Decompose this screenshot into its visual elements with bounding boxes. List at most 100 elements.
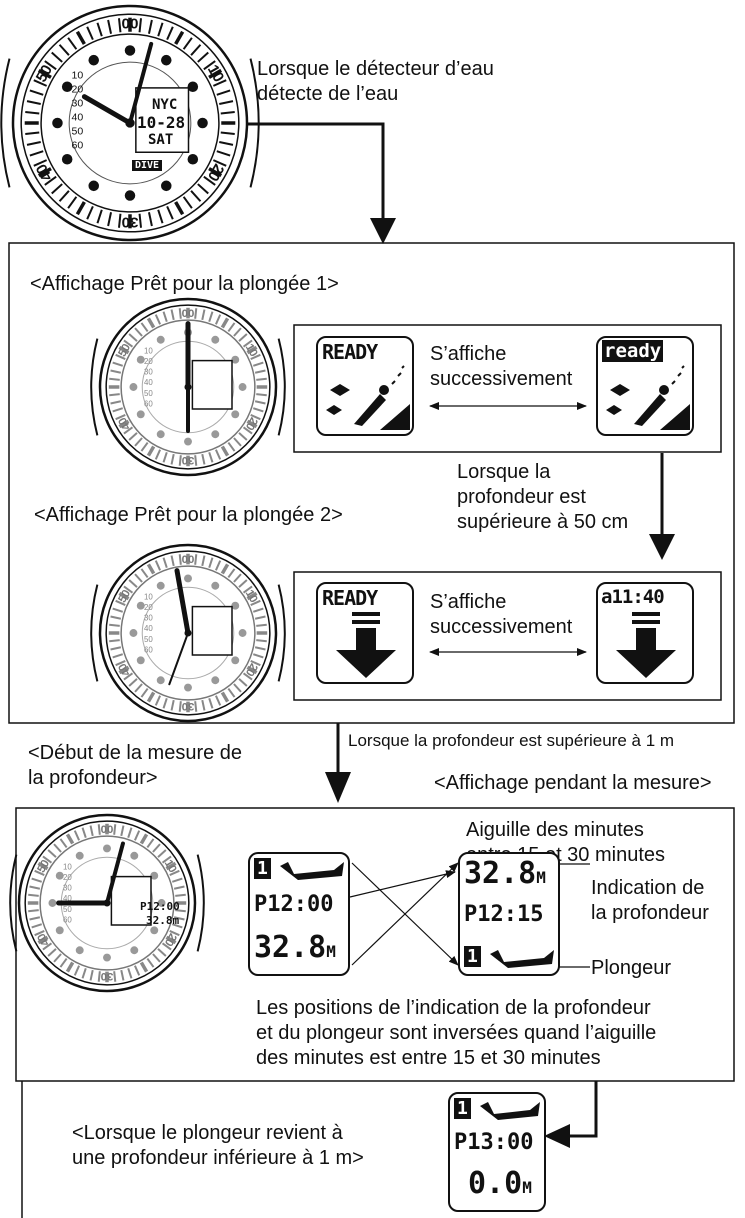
measure-start-1: <Début de la mesure de	[28, 742, 243, 764]
down-arrow-icon	[336, 612, 396, 678]
ready1-note-2: successivement	[430, 368, 573, 390]
diver-number: 1	[454, 1098, 471, 1119]
ready2-lcd-box	[293, 571, 722, 701]
bezel-number: 50	[33, 62, 56, 85]
bezel-number: 00	[182, 308, 195, 320]
ready1-note-1: S’affiche	[430, 343, 507, 365]
intro-caption-2: détecte de l’eau	[257, 83, 399, 105]
lcd-time: P12:15	[464, 902, 544, 927]
depth-scale-number: 50	[144, 635, 153, 644]
lcd-measure-a: 1 P12:00 32.8M	[248, 852, 350, 976]
hand-note-1: Aiguille des minutes	[466, 819, 644, 841]
depth-scale-number: 50	[144, 389, 153, 398]
ready2-note-2: successivement	[430, 616, 573, 638]
lcd-ready-word: READY	[322, 586, 378, 610]
cross-arrow-diver	[351, 862, 459, 966]
lcd-countdown: a11:40	[601, 586, 665, 608]
lcd-ready2-right: a11:40	[596, 582, 694, 684]
watch-dive-tag: DIVE	[132, 160, 163, 171]
measure-note-2: et du plongeur sont inversées quand l’ai…	[256, 1022, 657, 1044]
bezel-number: 50	[116, 588, 133, 605]
diver-fish-icon	[326, 365, 410, 430]
bezel-number: 30	[101, 970, 114, 982]
bezel-number: 40	[116, 661, 133, 678]
depth-scale-number: 10	[144, 347, 153, 356]
depth-scale-number: 60	[144, 645, 153, 654]
watch-date: 10-28	[137, 113, 186, 132]
lcd-time: P13:00	[454, 1130, 534, 1155]
measure-note-1: Les positions de l’indication de la prof…	[256, 997, 651, 1019]
depth-scale-number: 50	[63, 905, 72, 914]
lcd-ready2-left: READY	[316, 582, 414, 684]
bezel-number: 20	[243, 415, 260, 432]
intro-caption-1: Lorsque le détecteur d’eau	[257, 58, 494, 80]
lcd-depth: 32.8M	[464, 856, 546, 891]
lcd-depth: 0.0M	[468, 1166, 532, 1201]
measure-frame	[15, 807, 735, 1082]
lcd-return: 1 P13:00 0.0M	[448, 1092, 546, 1212]
depth-scale-number: 20	[144, 603, 153, 612]
bezel-number: 00	[101, 824, 114, 836]
depth-scale-number: 10	[144, 593, 153, 602]
label-diver: Plongeur	[591, 957, 672, 979]
measure-note-3: des minutes est entre 15 et 30 minutes	[256, 1047, 601, 1069]
diver-icon	[490, 950, 554, 968]
diver-icon	[280, 862, 344, 880]
transition1-l1: Lorsque la	[457, 461, 551, 483]
bezel-number: 20	[204, 161, 227, 184]
ready2-title: <Affichage Prêt pour la plongée 2>	[34, 504, 343, 526]
bezel-number: 00	[182, 554, 195, 566]
lcd-ready-inverted: ready	[602, 340, 664, 362]
depth-scale-number: 10	[72, 70, 84, 82]
bezel-number: 50	[35, 858, 52, 875]
watch-day: SAT	[148, 132, 174, 148]
label-depth-1: Indication de	[591, 877, 705, 899]
bezel-number: 00	[122, 16, 139, 33]
bezel-number: 20	[162, 931, 179, 948]
depth-scale-number: 30	[144, 614, 153, 623]
ready1-lcd-box	[293, 324, 722, 453]
bezel-number: 10	[243, 588, 260, 605]
bezel-number: 10	[162, 858, 179, 875]
lcd-ready1-left: READY	[316, 336, 414, 436]
diver-number: 1	[254, 858, 271, 879]
bezel-number: 10	[204, 62, 227, 85]
arrow-water-detect	[248, 122, 385, 232]
diver-fish-icon	[606, 365, 690, 430]
ready-frame	[8, 242, 735, 724]
measure-start-2: la profondeur>	[28, 767, 158, 789]
depth-scale-number: 30	[72, 98, 84, 110]
transition2-label: Lorsque la profondeur est supérieure à 1…	[348, 731, 675, 750]
depth-scale-number: 40	[144, 378, 153, 387]
ready1-title: <Affichage Prêt pour la plongée 1>	[30, 273, 339, 295]
watch-time: P12:00	[140, 900, 180, 913]
ready2-note-1: S’affiche	[430, 591, 507, 613]
depth-scale-number: 60	[63, 915, 72, 924]
depth-scale-number: 30	[144, 368, 153, 377]
bezel-number: 30	[122, 213, 139, 230]
diver-number: 1	[464, 946, 481, 967]
diver-icon	[480, 1102, 540, 1120]
depth-scale-number: 30	[63, 884, 72, 893]
bezel-number: 50	[116, 342, 133, 359]
lcd-ready-word: READY	[322, 340, 378, 364]
lcd-depth: 32.8M	[254, 930, 336, 965]
depth-scale-number: 10	[63, 863, 72, 872]
down-arrow-icon	[616, 612, 676, 678]
measure-title: <Affichage pendant la mesure>	[434, 772, 712, 794]
depth-scale-number: 20	[72, 84, 84, 96]
bezel-number: 20	[243, 661, 260, 678]
depth-scale-number: 40	[144, 624, 153, 633]
depth-scale-number: 20	[63, 873, 72, 882]
depth-scale-number: 50	[72, 126, 84, 138]
depth-scale-number: 40	[63, 894, 72, 903]
watch-depth: 32.8m	[146, 914, 180, 927]
return-caption-2: une profondeur inférieure à 1 m>	[72, 1147, 364, 1169]
transition1-l2: profondeur est	[457, 486, 586, 508]
lcd-time: P12:00	[254, 892, 334, 917]
bezel-number: 40	[33, 161, 56, 184]
